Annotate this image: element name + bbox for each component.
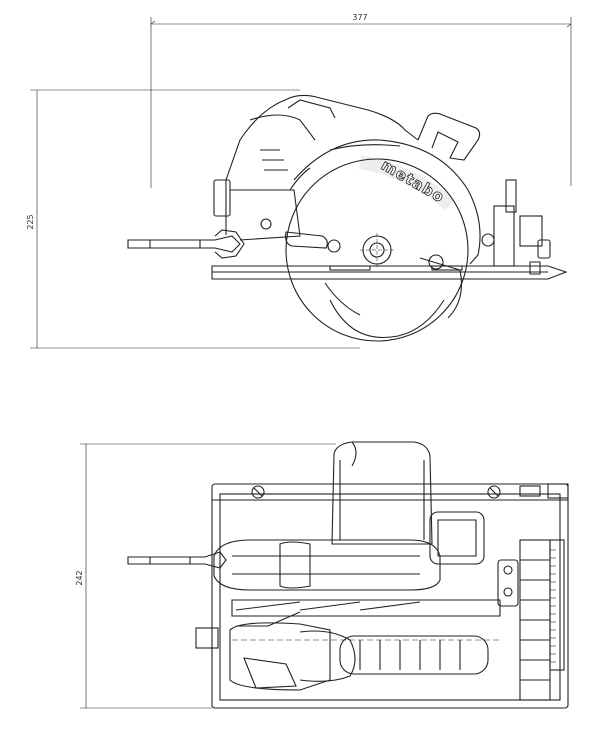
base-plate (211, 265, 568, 280)
dimension-width-label: 377 (352, 13, 367, 22)
dimension-height (30, 89, 360, 349)
power-cord (127, 229, 245, 259)
rear-handle (417, 112, 481, 161)
saw-blade (285, 158, 469, 342)
motor-housing (213, 94, 419, 241)
dimension-width (150, 17, 572, 188)
side-view: 377 225 (26, 13, 572, 349)
edge-guide (497, 539, 565, 701)
arbor-nut (360, 233, 394, 267)
bevel-bracket (481, 179, 551, 275)
base-plate-top (211, 483, 569, 709)
dimension-depth (80, 443, 336, 709)
lower-guard-lever (419, 254, 463, 319)
dimension-depth-label: 242 (75, 570, 84, 585)
dimension-height-label: 225 (26, 214, 35, 229)
gearbox-top (195, 622, 489, 691)
main-handle-top (213, 511, 485, 591)
power-cord-top (127, 551, 227, 569)
top-view: 242 (75, 441, 569, 709)
scale-ticks (550, 549, 556, 663)
motor-cap (331, 441, 433, 545)
depth-lever (260, 218, 341, 253)
logo-band (358, 155, 455, 211)
blade-guard (289, 139, 481, 265)
blade-guard-top (231, 599, 501, 627)
